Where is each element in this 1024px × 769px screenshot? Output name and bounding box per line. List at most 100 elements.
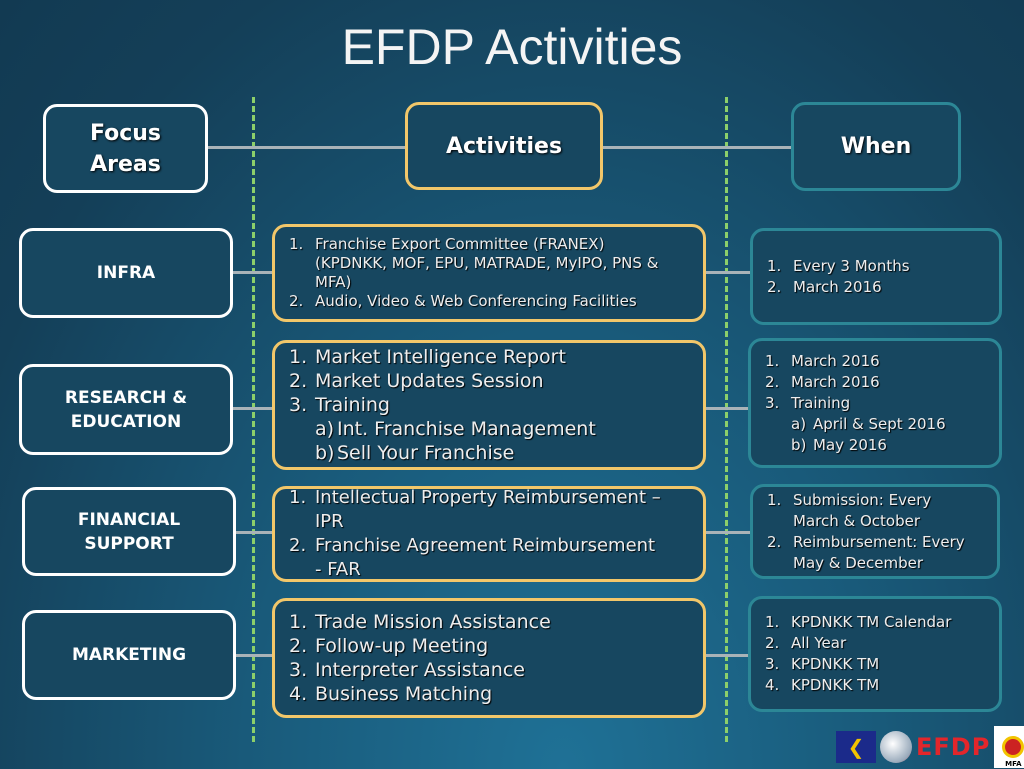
list-item: b)Sell Your Franchise <box>289 441 703 465</box>
list-item: - FAR <box>289 558 703 582</box>
list-item: 2. Follow-up Meeting <box>289 634 703 658</box>
list-item: 1.Franchise Export Committee (FRANEX) <box>289 235 703 254</box>
list-text: Sell Your Franchise <box>337 442 515 464</box>
header-when: When <box>791 102 961 191</box>
list-text: - FAR <box>315 559 361 580</box>
list-number: 3. <box>289 659 308 681</box>
ministry-logo: ❮ <box>836 731 876 763</box>
list-item: 3. Interpreter Assistance <box>289 658 703 682</box>
list-item: 1. Intellectual Property Reimbursement – <box>289 486 703 510</box>
list-text: May 2016 <box>813 435 887 454</box>
activities-infra: 1.Franchise Export Committee (FRANEX)(KP… <box>272 224 706 322</box>
list-item: IPR <box>289 510 703 534</box>
list-number: 2. <box>767 277 782 296</box>
list-number: 4. <box>765 676 780 694</box>
list-item: 2. Franchise Agreement Reimbursement <box>289 534 703 558</box>
list-text: March 2016 <box>793 277 882 296</box>
list-item: May & December <box>767 553 997 574</box>
when-infra: 1.Every 3 Months 2. March 2016 <box>750 228 1002 325</box>
slide-title: EFDP Activities <box>341 19 683 75</box>
list-text: Market Updates Session <box>315 370 544 392</box>
list-text: Submission: Every <box>793 490 932 509</box>
list-item: 2. March 2016 <box>767 277 999 298</box>
list-text: Business Matching <box>315 683 493 705</box>
list-text: IPR <box>315 511 344 532</box>
list-number: 1. <box>289 611 308 633</box>
list-item: 4.KPDNKK TM <box>765 675 999 696</box>
list-number: 1. <box>765 613 780 631</box>
list-item: 1. Trade Mission Assistance <box>289 610 703 634</box>
list-number: 2. <box>289 292 304 310</box>
list-text: Trade Mission Assistance <box>315 611 551 633</box>
list-item: a) April & Sept 2016 <box>765 414 999 435</box>
activities-financial-support: 1. Intellectual Property Reimbursement – I… <box>272 486 706 582</box>
activities-marketing: 1. Trade Mission Assistance 2. Follow-up Me… <box>272 598 706 718</box>
list-text: KPDNKK TM <box>791 655 880 673</box>
list-item: 1.Every 3 Months <box>767 256 999 277</box>
list-text: (KPDNKK, MOF, EPU, MATRADE, MyIPO, PNS & <box>315 254 659 272</box>
list-item: 2. All Year <box>765 633 999 654</box>
mfa-logo-text: MFA <box>1005 760 1022 768</box>
list-text: Training <box>791 393 851 412</box>
list-item: 1. Market Intelligence Report <box>289 345 703 369</box>
header-activities: Activities <box>405 102 603 190</box>
list-number: 2. <box>289 635 308 657</box>
list-item: 1. March 2016 <box>765 351 999 372</box>
mfa-logo: MFA <box>994 726 1024 768</box>
when-research-education: 1. March 2016 2. March 2016 3. Training a) Apri… <box>748 338 1002 468</box>
focus-infra: INFRA <box>19 228 233 318</box>
list-item: a)Int. Franchise Management <box>289 417 703 441</box>
list-number: 1. <box>289 346 308 368</box>
list-number: 2. <box>289 535 307 556</box>
list-number: 4. <box>289 683 308 705</box>
list-number: 2. <box>765 372 780 391</box>
list-number: a) <box>791 414 807 433</box>
efdp-logo: EFDP <box>916 733 991 761</box>
list-text: All Year <box>791 634 847 652</box>
list-text: March 2016 <box>791 351 880 370</box>
list-text: Market Intelligence Report <box>315 346 566 368</box>
list-text: Franchise Agreement Reimbursement <box>315 535 656 556</box>
list-item: 2. Audio, Video & Web Conferencing Facili… <box>289 292 703 311</box>
list-text: Intellectual Property Reimbursement – <box>315 487 661 508</box>
list-text: May & December <box>793 553 924 572</box>
list-text: Reimbursement: Every <box>793 532 965 551</box>
list-text: Training <box>315 394 390 416</box>
focus-research-education: RESEARCH & EDUCATION <box>19 364 233 455</box>
focus-marketing: MARKETING <box>22 610 236 700</box>
list-number: 2. <box>767 532 782 551</box>
list-number: 2. <box>289 370 308 392</box>
list-item: 2. March 2016 <box>765 372 999 393</box>
list-item: 4. Business Matching <box>289 682 703 706</box>
divider-line-left <box>252 97 255 742</box>
list-text: March & October <box>793 511 920 530</box>
list-item: 3. Training <box>765 393 999 414</box>
divider-line-right <box>725 97 728 742</box>
list-number: 3. <box>765 393 780 412</box>
list-item: 3. Training <box>289 393 703 417</box>
activities-research-education: 1. Market Intelligence Report 2. Market Upd… <box>272 340 706 470</box>
list-item: 3.KPDNKK TM <box>765 654 999 675</box>
list-text: March 2016 <box>791 372 880 391</box>
list-item: 1. KPDNKK TM Calendar <box>765 612 999 633</box>
list-number: a) <box>315 418 335 440</box>
list-text: Audio, Video & Web Conferencing Faciliti… <box>315 292 637 310</box>
list-number: b) <box>791 435 807 454</box>
header-focus-areas: Focus Areas <box>43 104 208 193</box>
list-text: Follow-up Meeting <box>315 635 489 657</box>
list-number: 1. <box>289 235 304 253</box>
list-number: 1. <box>289 487 307 508</box>
globe-logo <box>880 731 912 763</box>
list-text: KPDNKK TM Calendar <box>791 613 952 631</box>
list-text: April & Sept 2016 <box>813 414 946 433</box>
list-text: Interpreter Assistance <box>315 659 525 681</box>
list-number: 1. <box>765 351 780 370</box>
list-number: 3. <box>289 394 308 416</box>
list-number: 1. <box>767 490 782 509</box>
list-text: Int. Franchise Management <box>337 418 596 440</box>
list-item: b) May 2016 <box>765 435 999 456</box>
list-item: MFA) <box>289 273 703 292</box>
list-number: 2. <box>765 634 780 652</box>
list-item: 2. Market Updates Session <box>289 369 703 393</box>
when-marketing: 1. KPDNKK TM Calendar 2. All Year 3.KPDNKK T… <box>748 596 1002 712</box>
